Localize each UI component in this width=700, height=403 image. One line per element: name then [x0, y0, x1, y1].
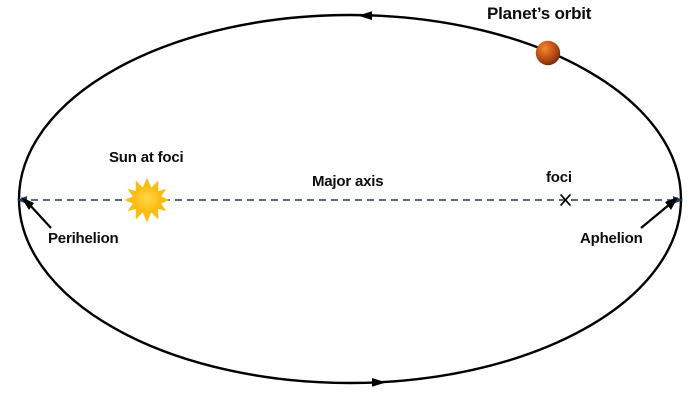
orbit-direction-arrow-top — [358, 11, 372, 20]
aphelion-label: Aphelion — [580, 230, 643, 247]
perihelion-label: Perihelion — [48, 230, 119, 247]
focus-marker-x-icon — [560, 194, 571, 206]
orbit-direction-arrow-bottom — [372, 378, 386, 387]
orbit-ellipse — [17, 13, 683, 385]
planet-orbit-label: Planet’s orbit — [487, 4, 592, 23]
sun-at-foci-label: Sun at foci — [109, 149, 184, 166]
major-axis-label: Major axis — [312, 173, 384, 190]
perihelion-pointer-arrow — [21, 197, 52, 229]
foci-label: foci — [546, 169, 572, 186]
planet-icon — [535, 40, 561, 66]
sun-icon — [124, 177, 170, 223]
aphelion-pointer-arrow — [640, 197, 678, 229]
